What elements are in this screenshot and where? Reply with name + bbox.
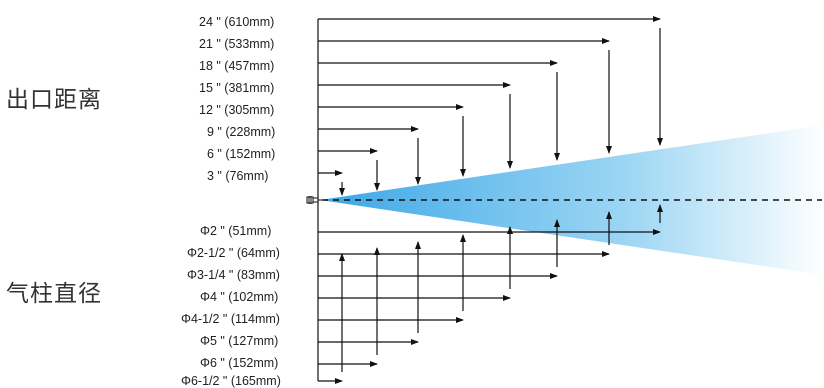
distance-label-3: 3 " (76mm) <box>207 169 269 183</box>
distance-label-6: 6 " (152mm) <box>207 147 276 161</box>
distance-label-9: 9 " (228mm) <box>207 125 276 139</box>
distance-label-18: 18 " (457mm) <box>199 59 275 73</box>
distance-label-15: 15 " (381mm) <box>199 81 275 95</box>
distance-label-24: 24 " (610mm) <box>199 15 275 29</box>
diameter-label-3-1-4: Φ3-1/4 " (83mm) <box>187 268 280 282</box>
diameter-label-4: Φ4 " (102mm) <box>200 290 279 304</box>
air-cone <box>320 125 824 275</box>
diameter-label-4-1-2: Φ4-1/2 " (114mm) <box>181 312 280 326</box>
diameter-label-2-1-2: Φ2-1/2 " (64mm) <box>187 246 280 260</box>
nozzle-icon <box>306 196 322 204</box>
diameter-label-2: Φ2 " (51mm) <box>200 224 272 238</box>
distance-title: 出口距离 <box>6 87 102 113</box>
distance-label-21: 21 " (533mm) <box>199 37 275 51</box>
diameter-label-6-1-2: Φ6-1/2 " (165mm) <box>181 374 281 388</box>
distance-label-12: 12 " (305mm) <box>199 103 275 117</box>
diameter-title: 气柱直径 <box>6 281 102 307</box>
diameter-label-6: Φ6 " (152mm) <box>200 356 279 370</box>
diameter-label-5: Φ5 " (127mm) <box>200 334 279 348</box>
